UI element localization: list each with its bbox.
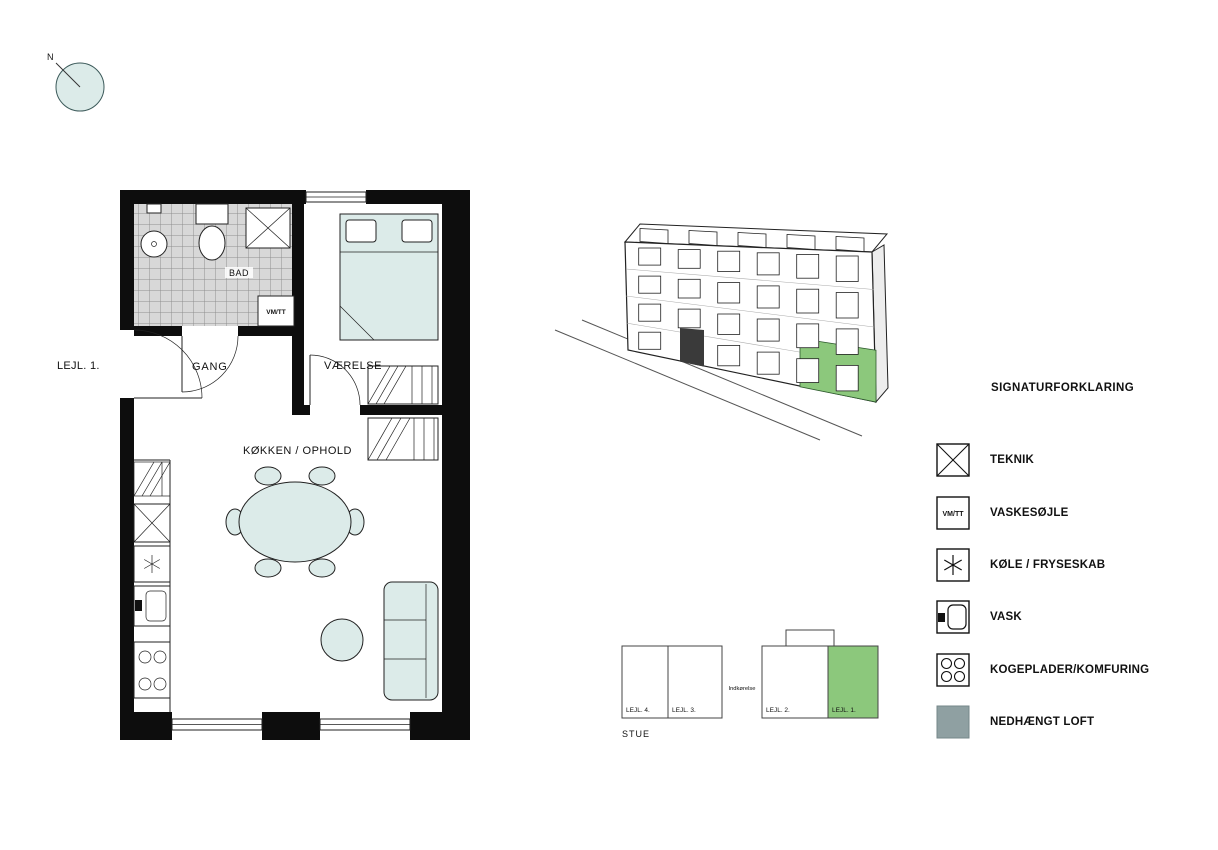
floor-label: STUE	[622, 729, 650, 739]
room-label-gang: GANG	[192, 361, 228, 373]
entrance-opening	[680, 328, 704, 367]
snowflake-box-icon	[936, 548, 970, 582]
bed	[339, 213, 439, 341]
pillow	[401, 219, 433, 243]
bad-label-backing	[225, 267, 253, 278]
interior-walls	[134, 204, 442, 415]
washbasin-tap	[146, 203, 162, 214]
key-plan-unit-2	[761, 645, 829, 719]
chair	[254, 558, 282, 578]
legend-item-koele-fryseskab: KØLE / FRYSESKAB	[936, 548, 1105, 582]
exterior-walls	[120, 190, 470, 740]
windows	[171, 191, 411, 731]
key-plan-unit-1-highlighted	[827, 645, 879, 719]
sofa	[383, 581, 439, 701]
north-arrow: N	[47, 52, 105, 112]
sink-box-icon	[936, 600, 970, 634]
room-label-bad: BAD	[229, 268, 249, 278]
bathroom-fixtures: VM/TT BAD	[140, 203, 295, 327]
teknik-cabinet	[133, 503, 171, 543]
building-axonometric-illustration	[554, 223, 889, 441]
entry-door	[133, 329, 203, 399]
legend-item-vask: VASK	[936, 600, 1022, 634]
dining-table	[238, 481, 352, 563]
side-table	[320, 618, 364, 662]
legend-label: TEKNIK	[990, 454, 1035, 466]
north-arrow-needle	[55, 62, 81, 88]
chair	[308, 466, 336, 486]
cooktop-box-icon	[936, 653, 970, 687]
legend: SIGNATURFORKLARING TEKNIK VM/TT VASKESØJ…	[936, 378, 1208, 750]
key-plan-label-lejl2: LEJL. 2.	[766, 707, 790, 714]
washer-dryer-column: VM/TT	[257, 295, 295, 327]
legend-label: KOGEPLADER/KOMFURING	[990, 664, 1150, 676]
dining-table-set	[225, 466, 365, 578]
roof-dormers	[639, 228, 865, 252]
cooktop	[133, 641, 171, 699]
kitchen-counter	[133, 459, 171, 712]
vmtt-label: VM/TT	[266, 309, 286, 316]
north-label: N	[47, 52, 54, 62]
key-plan-label-lejl1: LEJL. 1.	[832, 707, 856, 714]
gray-box-icon	[936, 705, 970, 739]
driveway-label: Indkørelse	[728, 686, 755, 692]
pillow	[345, 219, 377, 243]
wardrobe-bedroom	[367, 365, 439, 405]
chair	[254, 466, 282, 486]
key-plan-label-lejl3: LEJL. 3.	[672, 707, 696, 714]
toilet-bowl	[198, 225, 226, 261]
key-plan: LEJL. 4. LEJL. 3. LEJL. 2. LEJL. 1. Indk…	[621, 629, 879, 739]
fridge-freezer	[133, 545, 171, 583]
legend-title: SIGNATURFORKLARING	[991, 382, 1135, 394]
svg-text:VM/TT: VM/TT	[943, 511, 965, 518]
coat-rack	[133, 461, 171, 497]
chair	[308, 558, 336, 578]
teknik-unit	[245, 207, 291, 249]
key-plan-label-lejl4: LEJL. 4.	[626, 707, 650, 714]
legend-label: NEDHÆNGT LOFT	[990, 716, 1095, 728]
room-label-vaerelse: VÆRELSE	[324, 360, 382, 372]
bathroom-door	[181, 335, 239, 393]
wardrobe-living	[367, 417, 439, 461]
legend-item-teknik: TEKNIK	[936, 443, 1034, 477]
apartment-label: LEJL. 1.	[57, 360, 100, 372]
doors	[133, 329, 361, 406]
legend-item-kogeplader: KOGEPLADER/KOMFURING	[936, 653, 1149, 687]
legend-label: VASKESØJLE	[990, 507, 1069, 519]
legend-item-nedhaengt-loft: NEDHÆNGT LOFT	[936, 705, 1094, 739]
washbasin	[140, 230, 168, 258]
legend-label: KØLE / FRYSESKAB	[990, 559, 1106, 571]
bedroom-door	[309, 354, 361, 406]
kitchen-sink	[133, 585, 171, 627]
facade-windows	[638, 247, 859, 392]
key-plan-block-left	[621, 645, 723, 719]
legend-label: VASK	[990, 611, 1022, 623]
washer-dryer-box-icon: VM/TT	[936, 496, 970, 530]
floor-plan: VM/TT BAD	[57, 190, 470, 740]
teknik-x-box-icon	[936, 443, 970, 477]
toilet-tank	[195, 203, 229, 225]
room-label-koekken: KØKKEN / OPHOLD	[243, 445, 352, 457]
legend-item-vaskesoejle: VM/TT VASKESØJLE	[936, 496, 1068, 530]
